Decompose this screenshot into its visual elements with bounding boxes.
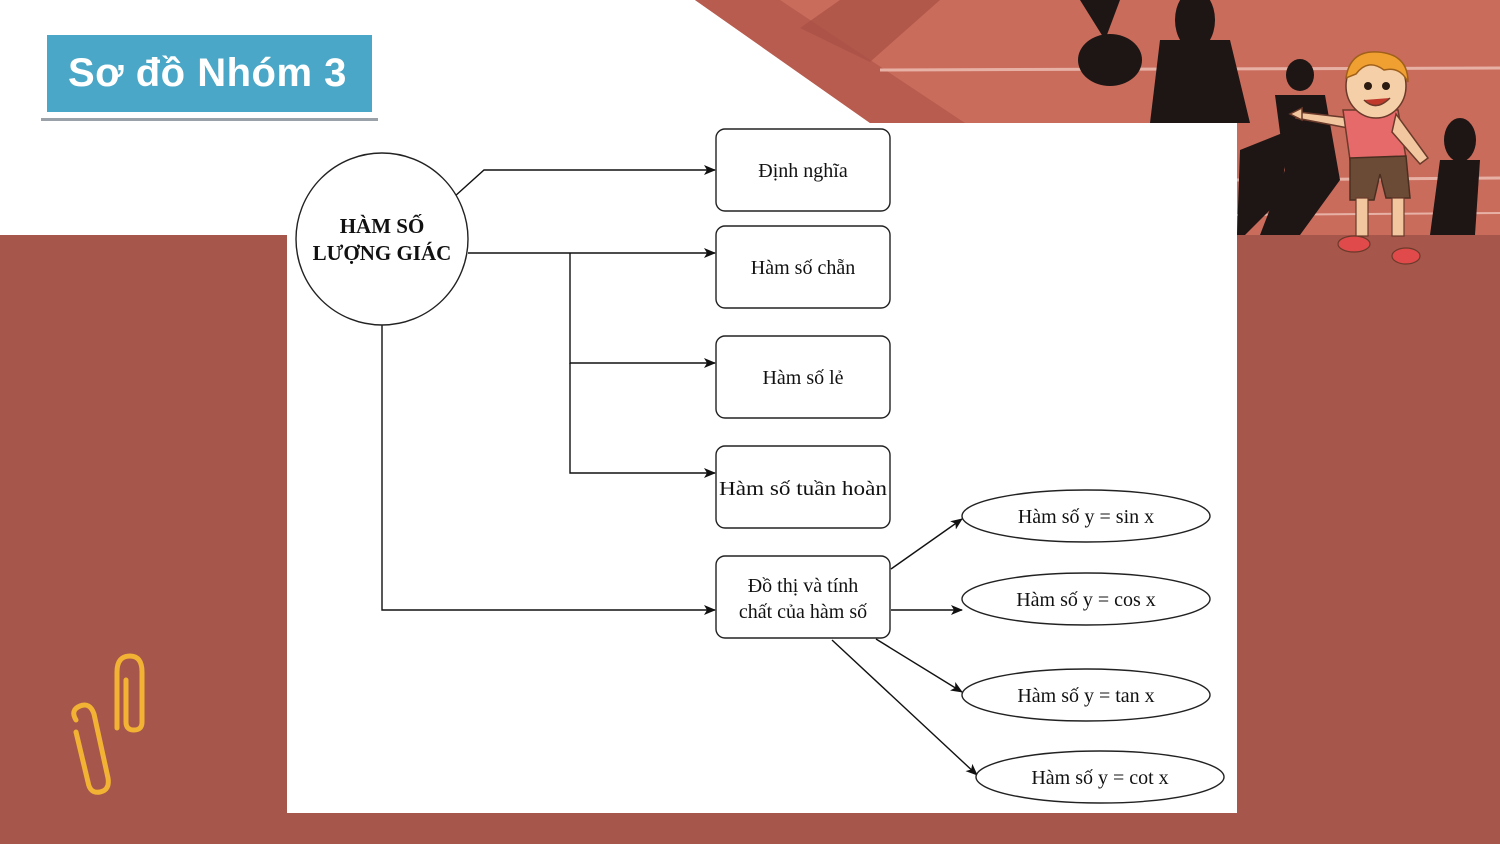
leaf-label: Hàm số y = cot x	[1031, 767, 1168, 789]
branch-label: Hàm số tuần hoàn	[719, 478, 887, 500]
title-banner: Sơ đồ Nhóm 3	[47, 35, 372, 112]
branch-node-periodic: Hàm số tuần hoàn	[715, 445, 891, 529]
leaf-label: Hàm số y = sin x	[1018, 506, 1154, 528]
connector-tan	[875, 638, 963, 693]
connector-odd	[569, 253, 716, 368]
running-track-photo	[695, 0, 1500, 235]
connector-sin	[890, 518, 963, 570]
branch-node-definition: Định nghĩa	[715, 128, 891, 212]
leaf-label: Hàm số y = tan x	[1017, 685, 1154, 707]
branch-node-odd: Hàm số lẻ	[715, 335, 891, 419]
connector-periodic	[569, 363, 716, 478]
leaf-node-sin: Hàm số y = sin x	[961, 489, 1211, 543]
connector-definition	[453, 165, 716, 198]
connector-graph	[381, 321, 716, 615]
branch-node-graph: Đồ thị và tính chất của hàm số	[715, 555, 891, 639]
leaf-label: Hàm số y = cos x	[1016, 589, 1156, 611]
root-label-line2: LƯỢNG GIÁC	[313, 241, 452, 265]
branch-node-even: Hàm số chẵn	[715, 225, 891, 309]
leaf-node-cos: Hàm số y = cos x	[961, 572, 1211, 626]
leaf-node-tan: Hàm số y = tan x	[961, 668, 1211, 722]
root-label-line1: HÀM SỐ	[340, 214, 425, 238]
branch-label: Hàm số lẻ	[762, 367, 843, 389]
paperclip-icon	[71, 653, 145, 795]
connector-cot	[831, 639, 978, 776]
connectors	[381, 165, 978, 776]
cartoon-boy-pointing	[1288, 51, 1430, 265]
branch-label-line2: chất của hàm số	[739, 601, 867, 623]
leaf-node-cot: Hàm số y = cot x	[975, 750, 1225, 804]
branch-label: Định nghĩa	[758, 160, 848, 182]
title-underline	[41, 118, 378, 121]
slide-title: Sơ đồ Nhóm 3	[68, 51, 347, 95]
root-node: HÀM SỐ LƯỢNG GIÁC	[295, 152, 469, 326]
branch-label-line1: Đồ thị và tính	[748, 575, 859, 597]
branch-label: Hàm số chẵn	[751, 257, 855, 279]
